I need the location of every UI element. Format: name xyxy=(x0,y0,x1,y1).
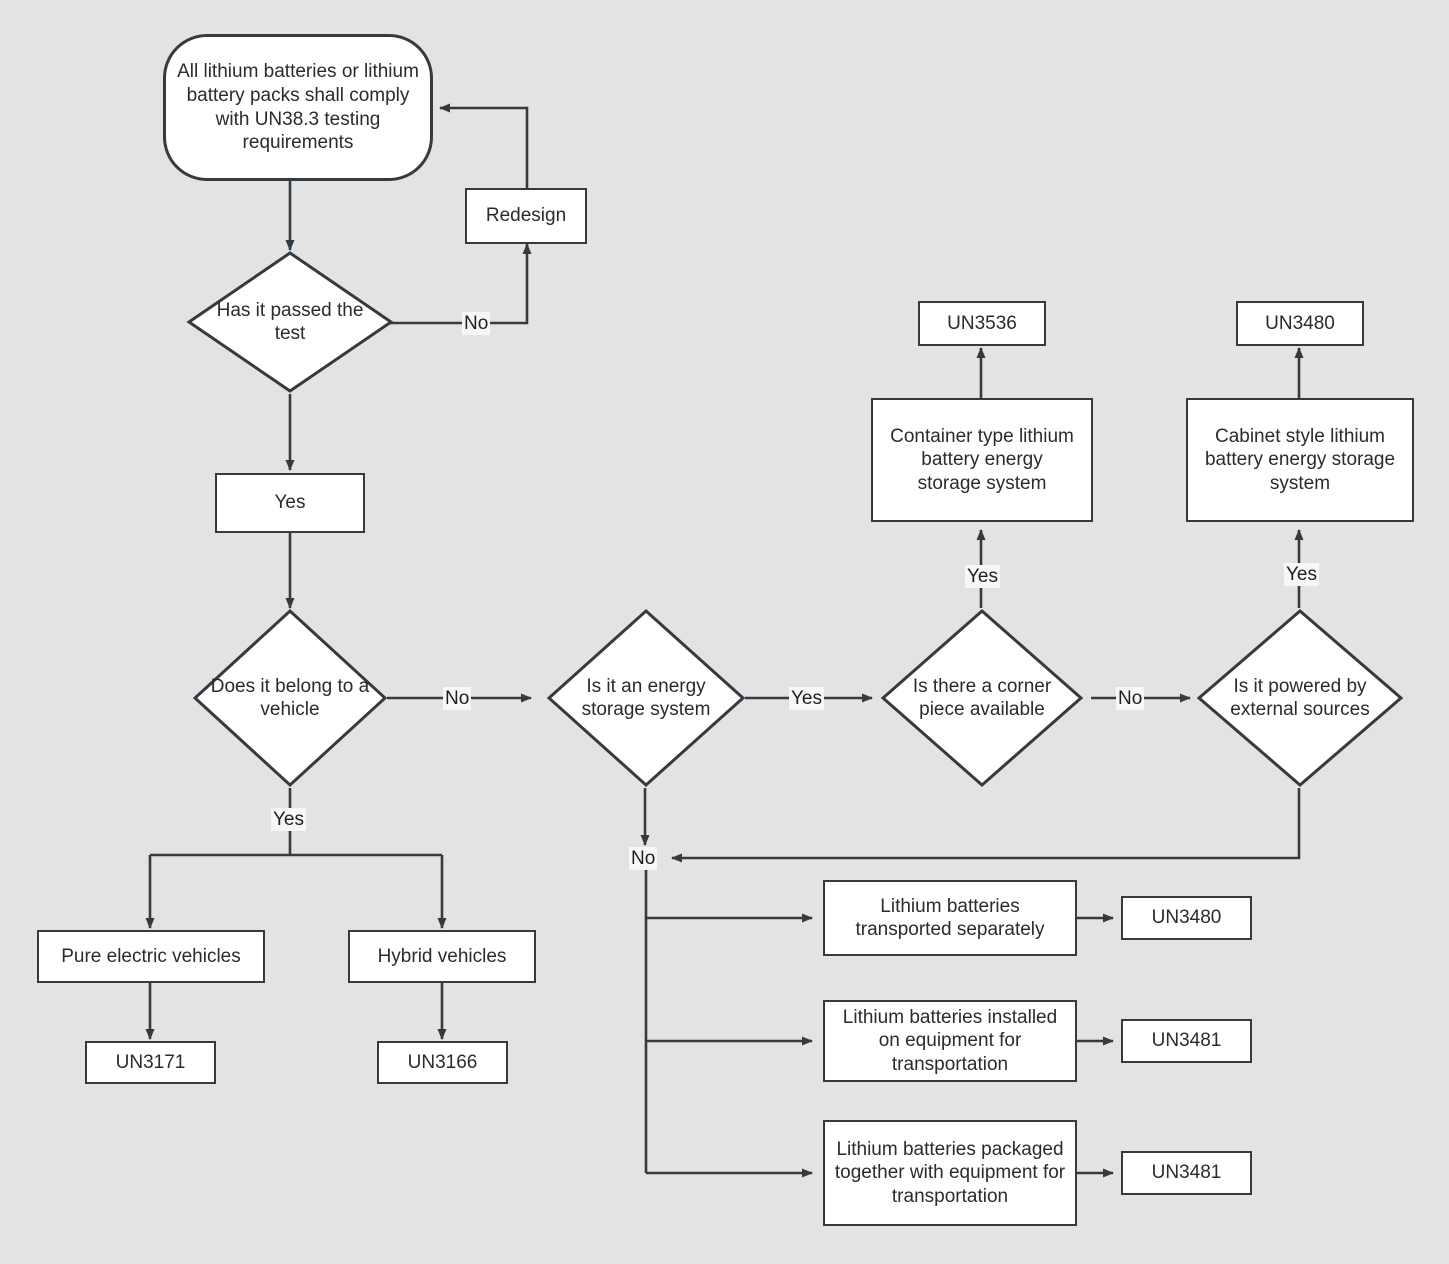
diamond-shape xyxy=(186,251,394,393)
node-cabinet-style-ess[interactable]: Cabinet style lithium battery energy sto… xyxy=(1186,398,1414,522)
node-un3481-installed[interactable]: UN3481 xyxy=(1121,1019,1252,1063)
wire-redesign-to-start xyxy=(439,103,529,188)
diamond-shape xyxy=(192,608,388,788)
node-un3166[interactable]: UN3166 xyxy=(377,1041,508,1084)
node-batteries-transported-separately[interactable]: Lithium batteries transported separately xyxy=(823,880,1077,956)
edge-label-vehicle-yes: Yes xyxy=(271,808,306,831)
node-un3480-cabinet[interactable]: UN3480 xyxy=(1236,301,1364,346)
node-un3481-packaged[interactable]: UN3481 xyxy=(1121,1151,1252,1195)
node-powered-external[interactable]: Is it powered by external sources xyxy=(1196,608,1404,788)
node-energy-storage-system-label: Is it an energy storage system xyxy=(581,675,711,720)
node-un3480-separate[interactable]: UN3480 xyxy=(1121,896,1252,940)
node-yes-box[interactable]: Yes xyxy=(215,473,365,533)
node-hybrid-vehicles[interactable]: Hybrid vehicles xyxy=(348,930,536,983)
edge-label-test-no: No xyxy=(462,312,491,335)
edge-label-powered-yes: Yes xyxy=(1284,563,1319,586)
node-batteries-installed-on-equipment[interactable]: Lithium batteries installed on equipment… xyxy=(823,1000,1077,1082)
edge-label-ess-yes: Yes xyxy=(789,687,824,710)
node-corner-piece-label: Is there a corner piece available xyxy=(912,675,1052,720)
node-has-passed-test-label: Has it passed the test xyxy=(216,299,364,344)
node-un3536[interactable]: UN3536 xyxy=(918,301,1046,346)
node-energy-storage-system[interactable]: Is it an energy storage system xyxy=(546,608,746,788)
edge-label-corner-no: No xyxy=(1116,687,1145,710)
node-container-type-ess[interactable]: Container type lithium battery energy st… xyxy=(871,398,1093,522)
wire-powered-no-to-junction xyxy=(671,788,1301,863)
node-un3171[interactable]: UN3171 xyxy=(85,1041,216,1084)
edge-label-ess-no: No xyxy=(629,847,658,870)
node-corner-piece[interactable]: Is there a corner piece available xyxy=(880,608,1084,788)
diamond-shape xyxy=(880,609,1084,787)
node-powered-external-label: Is it powered by external sources xyxy=(1230,675,1370,720)
diamond-shape xyxy=(546,608,746,788)
edge-label-corner-yes: Yes xyxy=(965,565,1000,588)
node-start[interactable]: All lithium batteries or lithium battery… xyxy=(163,34,433,181)
node-pure-electric-vehicles[interactable]: Pure electric vehicles xyxy=(37,930,265,983)
wire-test-no-to-redesign xyxy=(385,243,532,325)
node-belongs-to-vehicle-label: Does it belong to a vehicle xyxy=(210,675,370,720)
edge-label-vehicle-no: No xyxy=(443,687,472,710)
node-redesign[interactable]: Redesign xyxy=(465,188,587,244)
node-batteries-packaged-with-equipment[interactable]: Lithium batteries packaged together with… xyxy=(823,1120,1077,1226)
diamond-shape xyxy=(1196,609,1404,787)
node-belongs-to-vehicle[interactable]: Does it belong to a vehicle xyxy=(192,608,388,788)
node-has-passed-test[interactable]: Has it passed the test xyxy=(186,250,394,394)
